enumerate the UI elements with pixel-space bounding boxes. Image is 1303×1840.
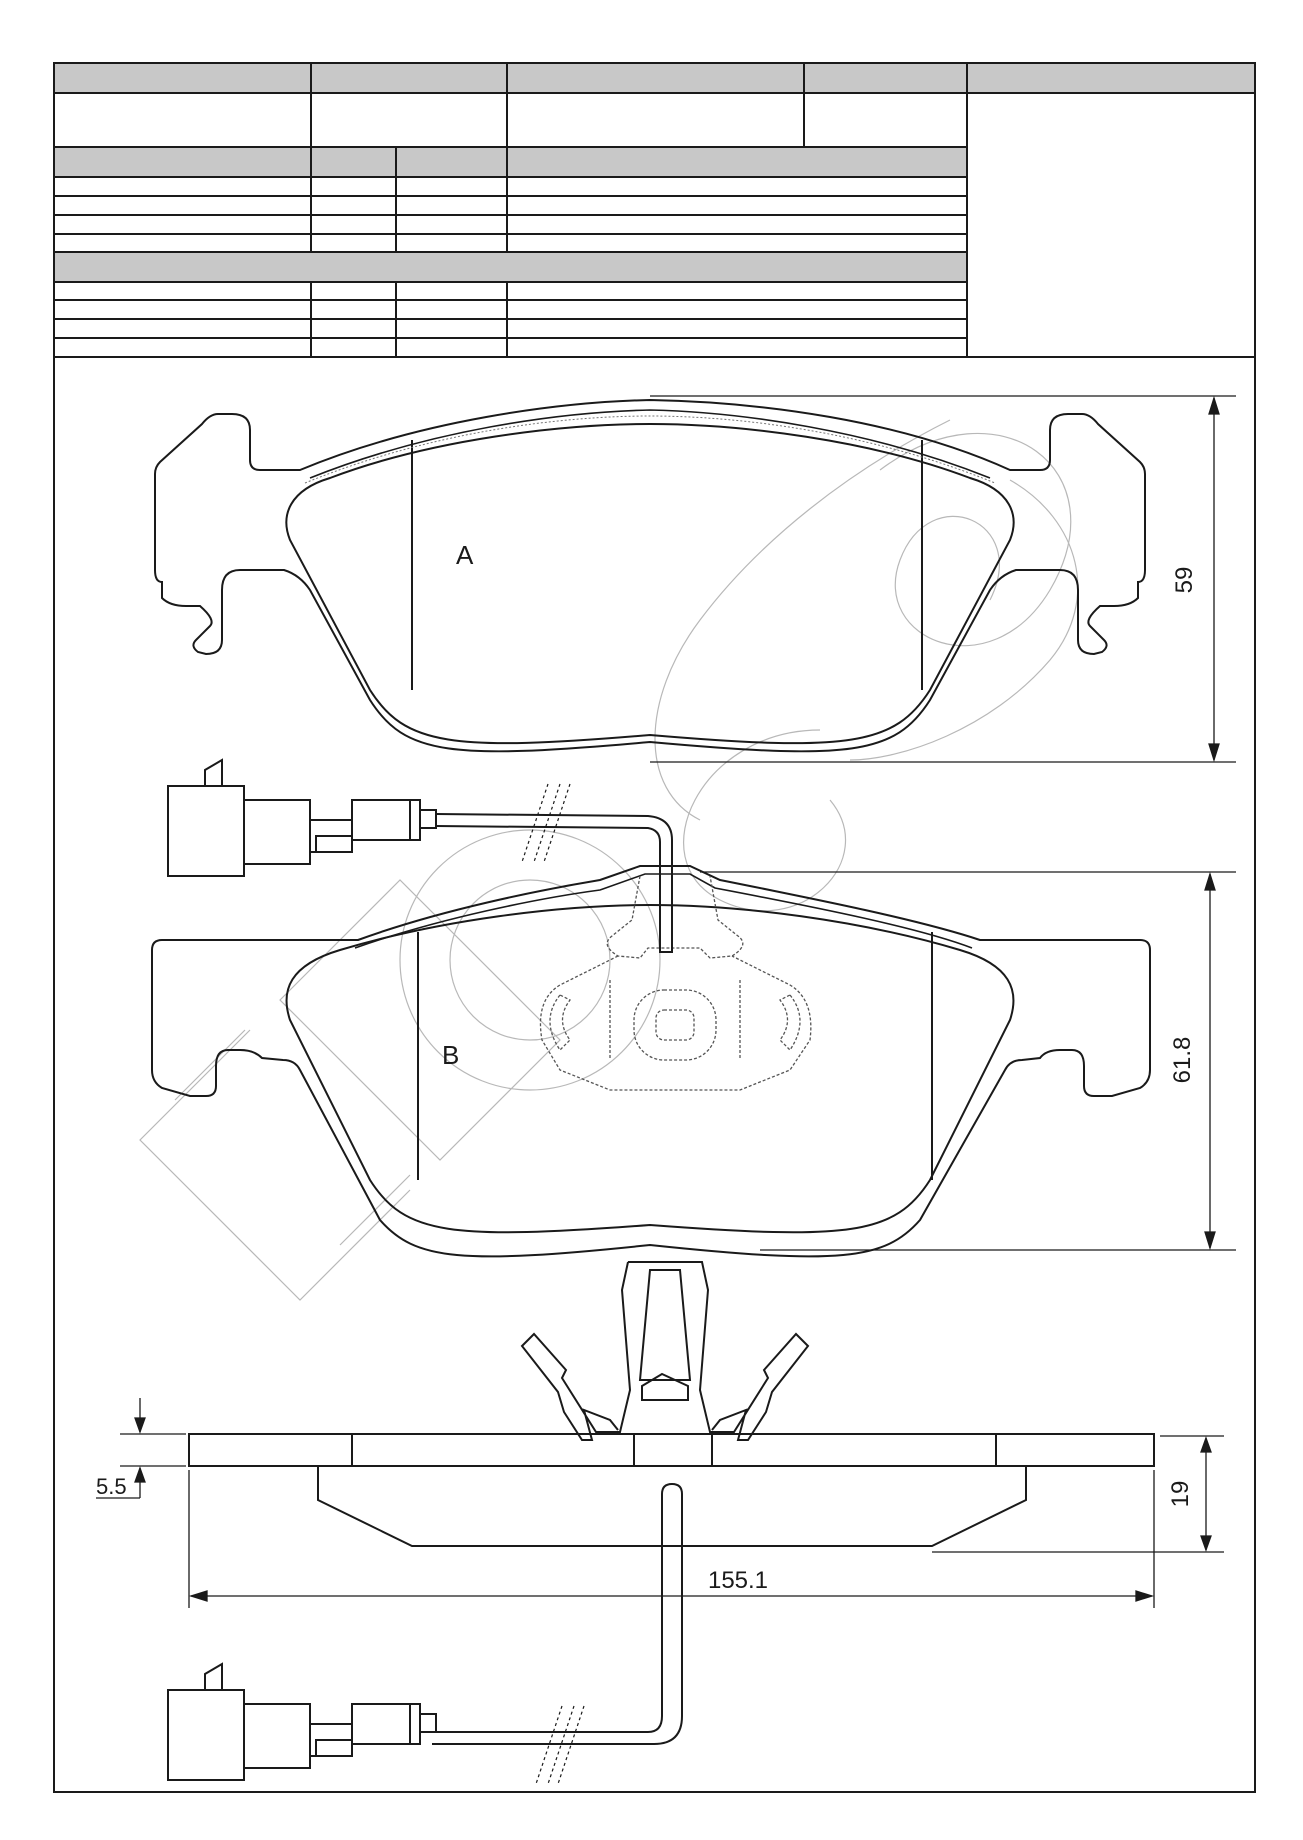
header-row-3 [53, 251, 968, 283]
side-view [167, 1261, 1155, 1785]
dimension-lines [96, 395, 1236, 1608]
pad-b-spring-clip [539, 875, 812, 1091]
dimension-width: 155.1 [708, 1567, 768, 1594]
pad-a-friction-material [285, 422, 1015, 745]
pad-a-backplate [154, 398, 1146, 753]
watermark-logo [139, 419, 1079, 1301]
pad-b-label: B [442, 1040, 459, 1070]
dimension-backplate: 5.5 [96, 1474, 127, 1499]
anti-rattle-spring [520, 1261, 810, 1441]
sensor-wire-pad-b [659, 912, 673, 953]
header-row-1 [53, 62, 1256, 94]
pad-a-label: A [456, 540, 474, 570]
sensor-wire-upper [435, 813, 673, 912]
side-view-friction [317, 1466, 1027, 1547]
side-view-backplate [188, 1433, 1155, 1467]
dimension-height-b: 61.8 [1169, 1037, 1196, 1084]
wear-sensor-upper [167, 758, 673, 912]
title-block [53, 62, 1256, 1793]
pad-b-friction-material [285, 903, 1015, 1234]
header-row-2 [53, 146, 968, 178]
sensor-connector-lower [167, 1689, 245, 1781]
pad-b-backplate [151, 865, 1151, 1258]
pad-a-backplate-inner [309, 409, 991, 479]
sensor-connector-upper [167, 785, 245, 877]
dimension-thickness: 19 [1167, 1481, 1194, 1508]
dimension-height-a: 59 [1171, 567, 1198, 594]
brake-pad-a [154, 398, 1146, 753]
drawing-frame [53, 62, 1256, 1793]
brake-pad-b [151, 865, 1151, 1258]
